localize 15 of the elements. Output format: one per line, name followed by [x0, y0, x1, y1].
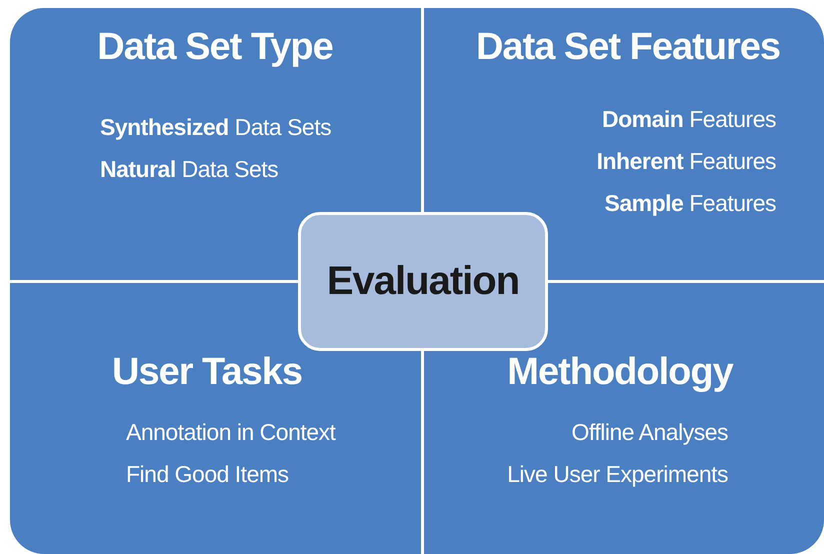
- list-item: Find Good Items: [126, 461, 289, 488]
- list-item: Annotation in Context: [126, 419, 336, 446]
- list-item: Offline Analyses: [571, 419, 728, 446]
- quadrant-heading: Methodology: [507, 351, 733, 394]
- list-item: Synthesized Data Sets: [100, 114, 332, 141]
- list-item: Domain Features: [602, 106, 776, 133]
- list-item: Sample Features: [604, 190, 776, 217]
- quadrant-heading: User Tasks: [112, 351, 302, 394]
- center-label: Evaluation: [326, 259, 520, 304]
- center-box: [298, 212, 548, 351]
- quadrant-heading: Data Set Type: [97, 26, 333, 69]
- quadrant-heading: Data Set Features: [476, 26, 780, 69]
- list-item: Live User Experiments: [507, 461, 728, 488]
- list-item: Inherent Features: [596, 148, 776, 175]
- list-item: Natural Data Sets: [100, 156, 278, 183]
